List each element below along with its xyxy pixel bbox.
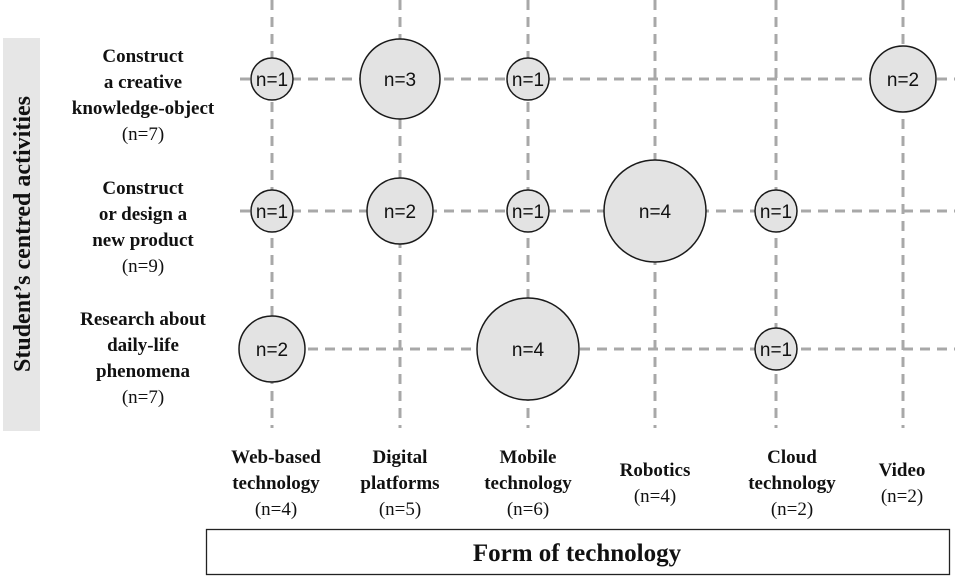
column-label-line: Digital [373,447,428,468]
bubble: n=1 [506,189,550,233]
column-label-line: Robotics [620,460,691,481]
bubble: n=2 [238,315,306,383]
bubble: n=2 [869,45,937,113]
column-label-line: Cloud [767,447,817,468]
column-label-line: technology [232,473,320,494]
column-count: (n=4) [634,486,676,507]
row-labels: Construct a creative knowledge-object (n=7)… [72,46,215,408]
bubble-label: n=2 [256,340,288,361]
bubble-circle [754,189,798,233]
bubble-label: n=1 [512,70,544,91]
column-labels: Web-based technology (n=4) Digital platforms… [231,447,925,520]
row-label-line: daily-life [107,335,179,356]
column-label-line: platforms [360,473,439,494]
row-count: (n=7) [122,124,164,145]
row-label: Construct or design a new product (n=9) [92,178,194,277]
column-count: (n=4) [255,499,297,520]
column-count: (n=6) [507,499,549,520]
bubble-label: n=1 [512,202,544,223]
bubble-circle [603,159,707,263]
column-label: Mobile technology (n=6) [484,447,572,520]
x-axis-title: Form of technology [473,540,682,567]
column-label-line: Web-based [231,447,321,468]
bubble: n=3 [359,38,441,120]
row-label-line: a creative [104,72,182,93]
column-label-line: Video [879,460,926,481]
bubble-circle [250,189,294,233]
bubble-label: n=1 [256,70,288,91]
x-axis-title-box [205,528,951,576]
column-label: Digital platforms (n=5) [360,447,439,520]
grid-lines [240,0,955,428]
bubble: n=4 [603,159,707,263]
bubble-circle [869,45,937,113]
y-axis-title: Student’s centred activities [10,96,36,372]
column-count: (n=5) [379,499,421,520]
column-label: Web-based technology (n=4) [231,447,321,520]
bubble-circle [250,57,294,101]
bubble-circle [366,177,434,245]
bubble: n=1 [506,57,550,101]
row-label-line: knowledge-object [72,98,215,119]
bubble: n=1 [250,57,294,101]
column-label: Video (n=2) [879,460,926,507]
row-label: Construct a creative knowledge-object (n=7) [72,46,215,145]
bubble-label: n=2 [887,70,919,91]
column-count: (n=2) [771,499,813,520]
bubble-label: n=1 [760,340,792,361]
bubble: n=2 [366,177,434,245]
bubble-label: n=2 [384,202,416,223]
bubble-label: n=1 [256,202,288,223]
bubble: n=1 [754,189,798,233]
row-label-line: Research about [80,309,206,330]
row-count: (n=7) [122,387,164,408]
bubble-circle [359,38,441,120]
bubble-label: n=4 [639,202,672,223]
row-count: (n=9) [122,256,164,277]
bubble: n=1 [754,327,798,371]
row-label: Research about daily-life phenomena (n=7) [80,309,206,408]
column-label: Cloud technology (n=2) [748,447,836,520]
bubble-layer: n=1 n=3 n=1 n=2 n=1 n=2 n=1 n=4 n=1 n=2 n=4 n=1 [238,38,937,401]
column-label-line: technology [748,473,836,494]
column-label-line: technology [484,473,572,494]
column-count: (n=2) [881,486,923,507]
bubble-label: n=1 [760,202,792,223]
row-label-line: Construct [102,178,184,199]
bubble-circle [476,297,580,401]
bubble-label: n=4 [512,340,545,361]
y-axis-title-panel [3,38,40,431]
bubble: n=1 [250,189,294,233]
column-label: Robotics (n=4) [620,460,691,507]
bubble-circle [754,327,798,371]
bubble-circle [506,57,550,101]
row-label-line: phenomena [96,361,190,382]
row-label-line: or design a [99,204,188,225]
bubble: n=4 [476,297,580,401]
bubble-circle [506,189,550,233]
bubble-circle [238,315,306,383]
bubble-label: n=3 [384,70,416,91]
row-label-line: Construct [102,46,184,67]
row-label-line: new product [92,230,194,251]
column-label-line: Mobile [500,447,557,468]
